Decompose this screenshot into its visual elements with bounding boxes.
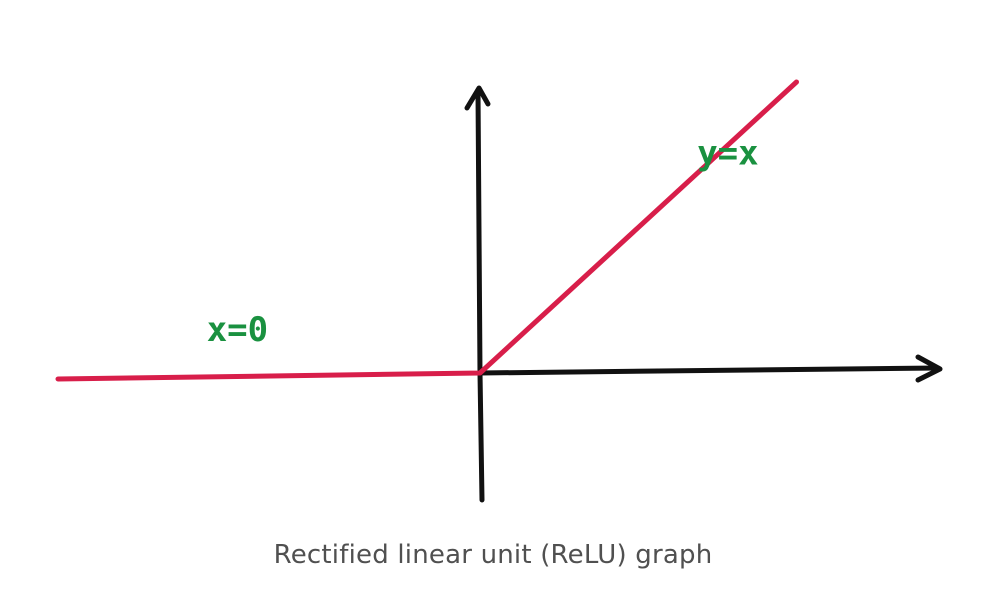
x-axis xyxy=(477,365,941,376)
x-axis-arrowhead xyxy=(915,354,943,383)
relu-series-line xyxy=(55,79,799,382)
chart-canvas: x=0 y=x xyxy=(55,79,943,503)
figure-caption: Rectified linear unit (ReLU) graph xyxy=(273,540,713,570)
y-axis xyxy=(475,89,485,503)
annotation-y-equals-x: y=x xyxy=(697,133,758,173)
y-axis-arrowhead xyxy=(464,85,491,111)
annotation-x-equals-0: x=0 xyxy=(207,310,268,350)
relu-chart: x=0 y=x xyxy=(55,79,943,503)
